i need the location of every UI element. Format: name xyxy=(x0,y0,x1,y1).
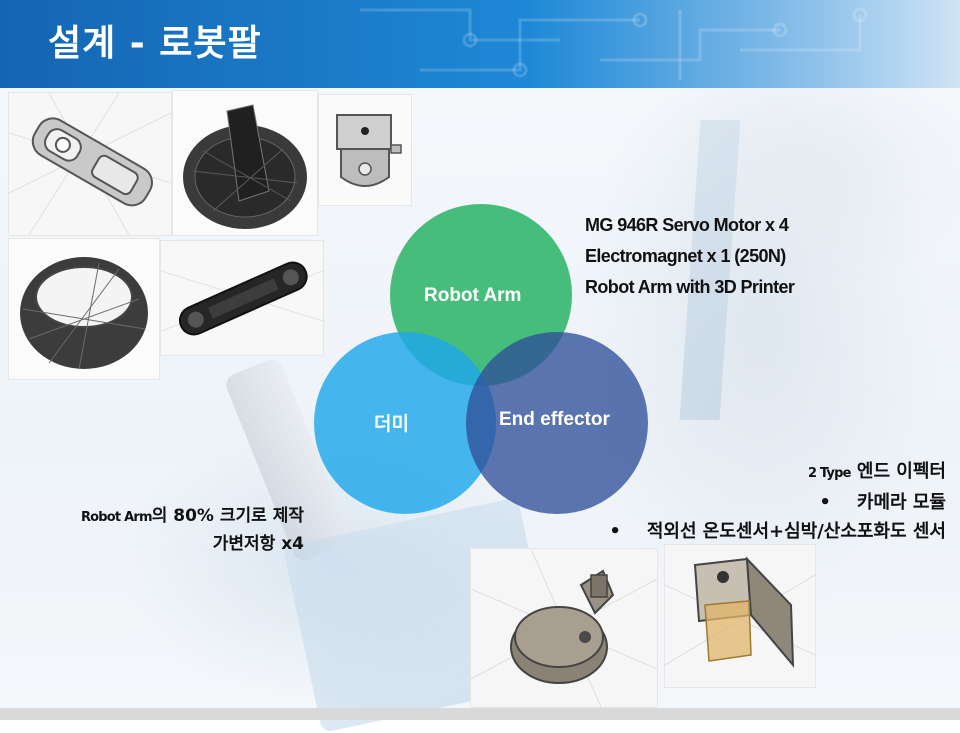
arm-link-bar-render xyxy=(160,240,324,356)
camera-mount-render xyxy=(470,548,658,708)
end-effector-type-count: 2 Type xyxy=(807,466,851,481)
dummy-description: Robot Arm의 80% 크기로 제작 가변저항 x4 xyxy=(81,503,304,558)
slide-header: 설계 - 로봇팔 xyxy=(0,0,960,88)
dummy-size-text: 의 80% 크기로 제작 xyxy=(151,506,304,526)
end-effector-list: 2 Type 엔드 이펙터 • 카메라 모듈 • 적외선 온도센서+심박/산소포화도… xyxy=(609,457,946,546)
spec-item: MG 946R Servo Motor x 4 xyxy=(585,215,789,235)
end-effector-title: 엔드 이펙터 xyxy=(856,461,946,482)
venn-label-end-effector: End effector xyxy=(499,409,610,430)
dummy-prefix: Robot Arm xyxy=(80,510,153,525)
venn-circle-end-effector xyxy=(466,332,648,514)
circuit-pattern-decoration xyxy=(360,7,868,80)
list-item-label: 카메라 모듈 xyxy=(856,492,946,513)
venn-label-robot-arm: Robot Arm xyxy=(424,285,522,306)
list-item: • 적외선 온도센서+심박/산소포화도 센서 xyxy=(609,517,946,546)
venn-diagram: Robot Arm 더미 End effector xyxy=(300,195,660,525)
slide-footer-bar xyxy=(0,708,960,720)
robot-arm-spec-list: MG 946R Servo Motor x 4 Electromagnet x … xyxy=(585,210,795,303)
venn-label-dummy: 더미 xyxy=(374,414,409,435)
list-item-label: 적외선 온도센서+심박/산소포화도 센서 xyxy=(646,521,946,542)
slide-title: 설계 - 로봇팔 xyxy=(48,23,262,64)
spec-item: Robot Arm with 3D Printer xyxy=(585,277,795,297)
gear-base-render xyxy=(172,90,318,236)
servo-bracket-render xyxy=(318,94,412,206)
end-effector-heading: 2 Type 엔드 이펙터 xyxy=(609,457,946,488)
dummy-size-note: Robot Arm의 80% 크기로 제작 xyxy=(81,503,304,531)
sensor-mount-render xyxy=(664,544,816,688)
venn-circles xyxy=(314,204,648,514)
bullet-icon: • xyxy=(609,521,621,542)
robot-arm-link-render xyxy=(8,92,172,236)
ring-mount-render xyxy=(8,238,160,380)
dummy-resistor-note: 가변저항 x4 xyxy=(212,534,304,554)
venn-circle-dummy xyxy=(314,332,496,514)
bullet-icon: • xyxy=(819,492,831,513)
list-item: • 카메라 모듈 xyxy=(609,488,946,517)
spec-item: Electromagnet x 1 (250N) xyxy=(585,246,786,266)
